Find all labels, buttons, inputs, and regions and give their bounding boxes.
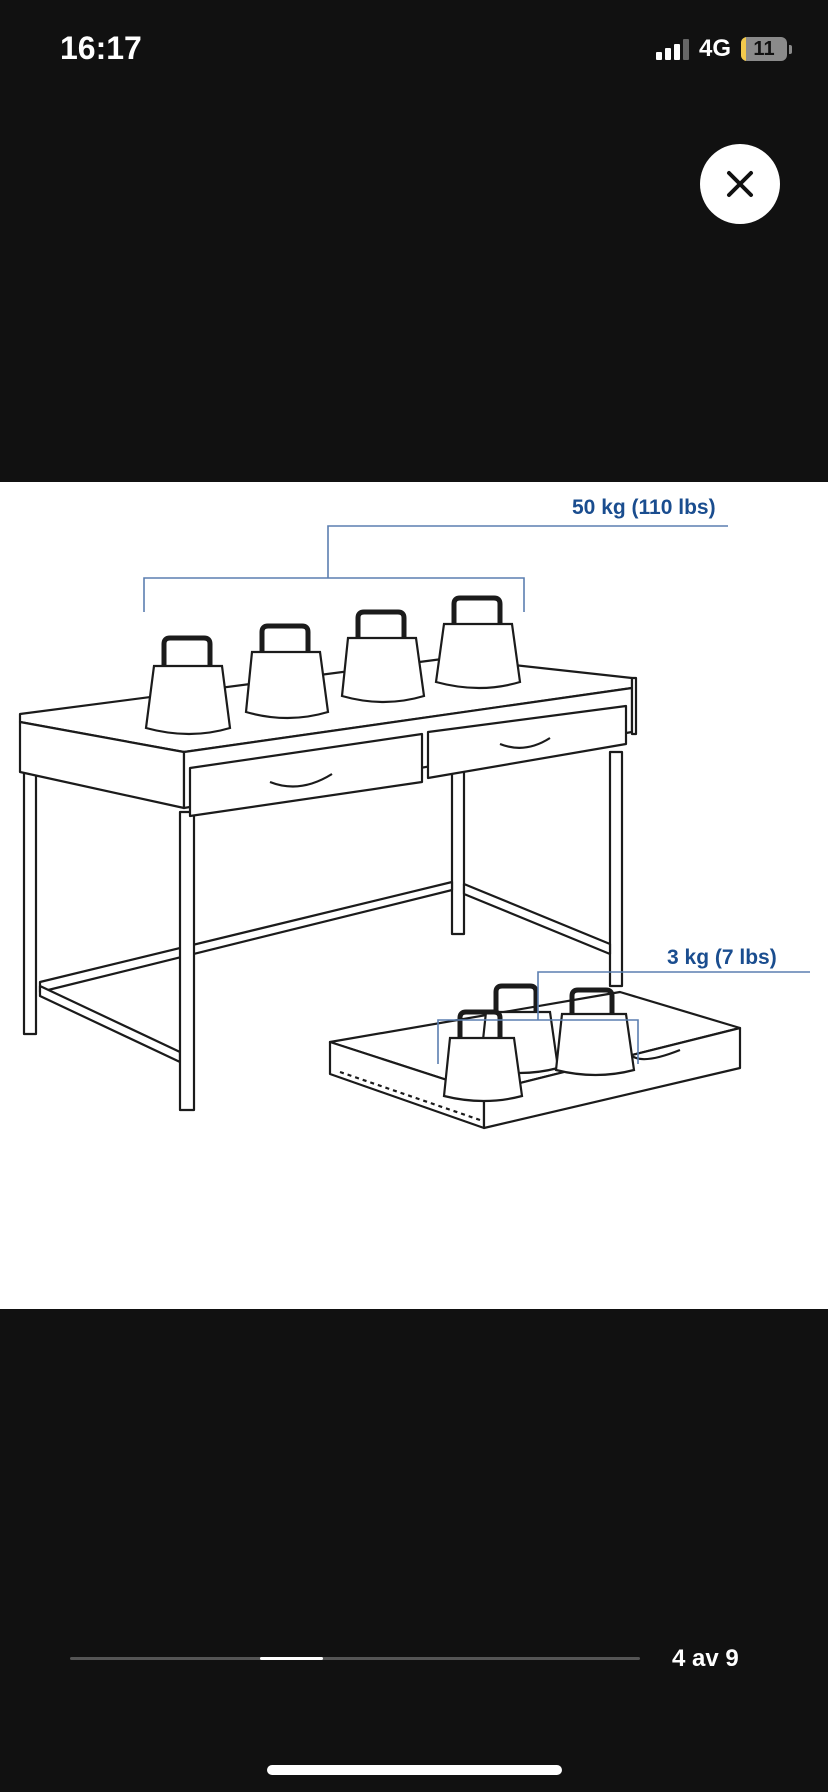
weight-2 [244, 623, 330, 720]
drawer-leader [537, 971, 810, 1020]
weight-3 [340, 609, 426, 704]
home-indicator[interactable] [267, 1765, 562, 1775]
close-icon [727, 171, 753, 197]
top-bracket [143, 577, 525, 612]
weight-4 [434, 595, 522, 690]
network-type: 4G [698, 35, 731, 62]
page-counter: 4 av 9 [672, 1645, 739, 1672]
drawer-weight-2 [554, 987, 636, 1077]
drawer-weight-3 [442, 1009, 524, 1103]
battery-tip [789, 44, 792, 54]
signal-icon [655, 38, 689, 60]
battery-icon: 11 [741, 37, 787, 61]
battery-level: 11 [753, 37, 775, 60]
weight-1 [144, 635, 232, 736]
status-indicators: 4G 11 [655, 34, 792, 64]
status-time: 16:17 [60, 30, 142, 66]
close-button[interactable] [700, 144, 780, 224]
page-progress-track[interactable] [70, 1657, 640, 1660]
top-weight-label: 50 kg (110 lbs) [572, 496, 716, 519]
drawer-weight-label: 3 kg (7 lbs) [667, 946, 777, 969]
page-progress-thumb[interactable] [260, 1657, 324, 1660]
top-leader [327, 525, 728, 578]
status-bar: 16:17 4G 11 [0, 0, 828, 100]
battery-fill [741, 37, 747, 61]
product-image[interactable]: 50 kg (110 lbs) 3 kg (7 lbs) [0, 482, 828, 1309]
desk-load-illustration [18, 525, 810, 1130]
